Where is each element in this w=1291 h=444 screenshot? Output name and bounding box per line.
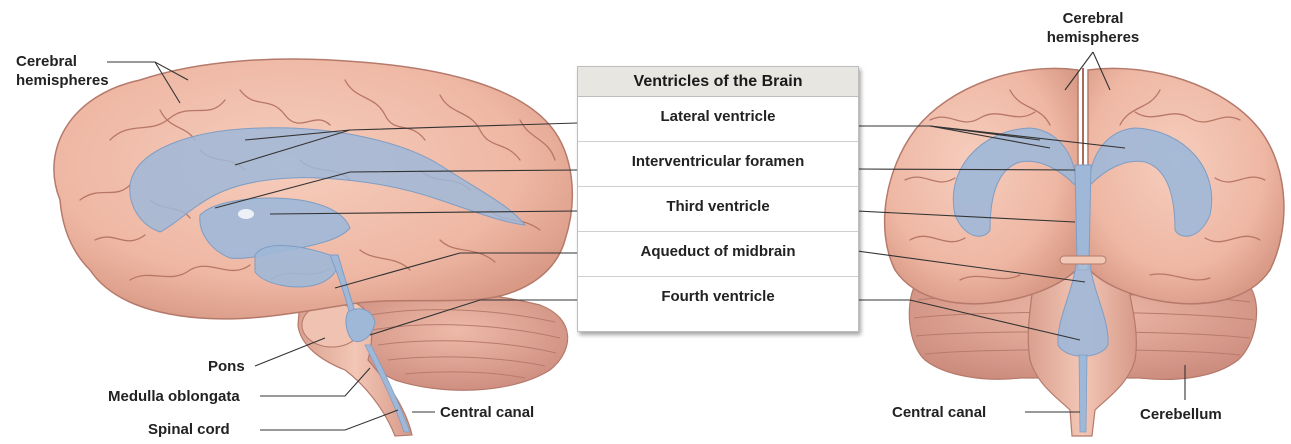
legend-item: Third ventricle <box>578 187 858 232</box>
label-spinal-cord: Spinal cord <box>148 421 230 438</box>
label-pons: Pons <box>208 358 245 375</box>
legend-item-label: Lateral ventricle <box>660 108 775 125</box>
legend-item-label: Interventricular foramen <box>632 153 805 170</box>
legend-item: Interventricular foramen <box>578 142 858 187</box>
anterior-brain-view <box>885 68 1284 436</box>
legend-item: Lateral ventricle <box>578 97 858 142</box>
legend-item: Aqueduct of midbrain <box>578 232 858 277</box>
label-cerebral-hemispheres-left-line2: hemispheres <box>16 72 109 89</box>
label-central-canal-right: Central canal <box>892 404 986 421</box>
interventricular-foramen-left <box>238 209 254 219</box>
label-medulla-oblongata: Medulla oblongata <box>108 388 240 405</box>
optic-chiasm <box>1060 256 1106 264</box>
label-central-canal-left: Central canal <box>440 404 534 421</box>
label-cerebral-hemispheres-right: Cerebral <box>1043 10 1143 27</box>
label-cerebellum: Cerebellum <box>1140 406 1222 423</box>
ventricles-legend: Ventricles of the Brain Lateral ventricl… <box>577 66 859 332</box>
legend-item: Fourth ventricle <box>578 277 858 321</box>
central-canal-right <box>1079 355 1087 432</box>
label-cerebral-hemispheres-left: Cerebral <box>16 53 77 70</box>
legend-item-label: Third ventricle <box>666 198 769 215</box>
lateral-brain-view <box>54 59 572 436</box>
legend-item-label: Fourth ventricle <box>661 288 774 305</box>
third-ventricle-right <box>1075 165 1091 262</box>
legend-item-label: Aqueduct of midbrain <box>641 243 796 260</box>
label-cerebral-hemispheres-right-line2: hemispheres <box>1043 29 1143 46</box>
legend-title: Ventricles of the Brain <box>578 67 858 97</box>
